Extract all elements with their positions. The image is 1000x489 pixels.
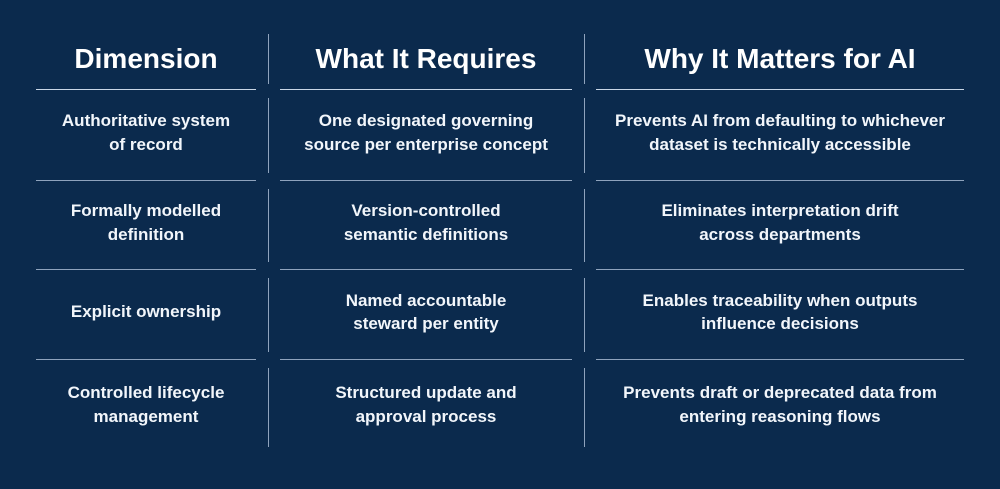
cell-row4-requires: Structured update and approval process bbox=[268, 360, 584, 455]
cell-row3-requires: Named accountable steward per entity bbox=[268, 270, 584, 360]
cell-row1-dimension: Authoritative system of record bbox=[24, 90, 268, 181]
column-header-what-it-requires: What It Requires bbox=[268, 30, 584, 90]
comparison-table: Dimension What It Requires Why It Matter… bbox=[24, 30, 976, 455]
cell-row1-matters: Prevents AI from defaulting to whichever… bbox=[584, 90, 976, 181]
cell-row4-matters: Prevents draft or deprecated data from e… bbox=[584, 360, 976, 455]
cell-row3-dimension: Explicit ownership bbox=[24, 270, 268, 360]
column-header-dimension: Dimension bbox=[24, 30, 268, 90]
cell-row2-requires: Version-controlled semantic definitions bbox=[268, 181, 584, 270]
cell-row3-matters: Enables traceability when outputs influe… bbox=[584, 270, 976, 360]
cell-row1-requires: One designated governing source per ente… bbox=[268, 90, 584, 181]
cell-row2-matters: Eliminates interpretation drift across d… bbox=[584, 181, 976, 270]
column-header-why-it-matters-for-ai: Why It Matters for AI bbox=[584, 30, 976, 90]
cell-row2-dimension: Formally modelled definition bbox=[24, 181, 268, 270]
cell-row4-dimension: Controlled lifecycle management bbox=[67, 383, 225, 426]
